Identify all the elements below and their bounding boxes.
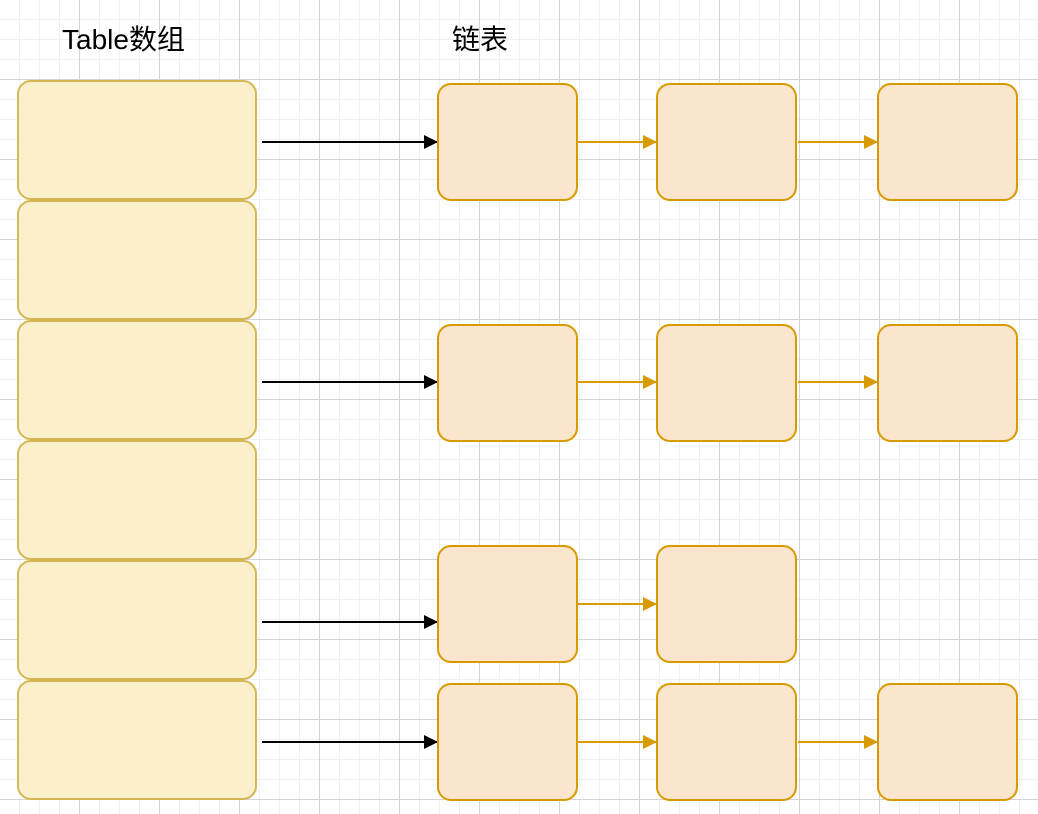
arrow-head-icon xyxy=(424,615,438,629)
arrow-head-icon xyxy=(424,135,438,149)
arrow-head-icon xyxy=(643,597,657,611)
arrow-head-icon xyxy=(424,375,438,389)
arrow-head-icon xyxy=(424,735,438,749)
arrow-shaft xyxy=(578,741,656,743)
linked-list-node[interactable] xyxy=(437,83,578,201)
linked-list-node[interactable] xyxy=(656,683,797,801)
page-title-linked-list: 链表 xyxy=(452,24,509,55)
table-array-cell[interactable] xyxy=(17,560,257,680)
linked-list-node[interactable] xyxy=(877,683,1018,801)
linked-list-node[interactable] xyxy=(877,83,1018,201)
arrow-head-icon xyxy=(643,135,657,149)
table-array-cell[interactable] xyxy=(17,440,257,560)
arrow-shaft xyxy=(578,141,656,143)
arrow-shaft xyxy=(798,381,877,383)
arrow-shaft xyxy=(262,381,437,383)
linked-list-node[interactable] xyxy=(437,545,578,663)
arrow-head-icon xyxy=(864,735,878,749)
arrow-head-icon xyxy=(643,375,657,389)
arrow-head-icon xyxy=(864,375,878,389)
table-array-cell[interactable] xyxy=(17,80,257,200)
linked-list-node[interactable] xyxy=(656,545,797,663)
linked-list-node[interactable] xyxy=(877,324,1018,442)
arrow-shaft xyxy=(262,621,437,623)
arrow-shaft xyxy=(798,741,877,743)
arrow-shaft xyxy=(578,381,656,383)
linked-list-node[interactable] xyxy=(656,83,797,201)
arrow-head-icon xyxy=(864,135,878,149)
page-title-table-array: Table数组 xyxy=(62,24,185,55)
table-array-cell[interactable] xyxy=(17,320,257,440)
arrow-shaft xyxy=(262,741,437,743)
table-array-cell[interactable] xyxy=(17,680,257,800)
linked-list-node[interactable] xyxy=(656,324,797,442)
arrow-head-icon xyxy=(643,735,657,749)
arrow-shaft xyxy=(798,141,877,143)
linked-list-node[interactable] xyxy=(437,683,578,801)
linked-list-node[interactable] xyxy=(437,324,578,442)
arrow-shaft xyxy=(578,603,656,605)
arrow-shaft xyxy=(262,141,437,143)
table-array-cell[interactable] xyxy=(17,200,257,320)
